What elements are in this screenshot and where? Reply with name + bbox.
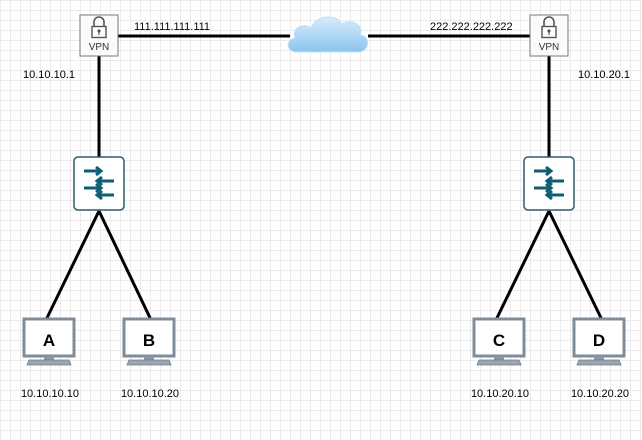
monitor-icon (122, 317, 176, 366)
switch-left (73, 156, 125, 211)
host-d-ip: 10.10.20.20 (571, 388, 629, 400)
host-a: A (22, 317, 76, 366)
internet-cloud-icon (287, 16, 369, 53)
vpn-right-wan-ip: 222.222.222.222 (430, 21, 513, 33)
lock-icon (91, 16, 107, 39)
host-a-ip: 10.10.10.10 (21, 388, 79, 400)
host-letter: D (593, 331, 605, 350)
host-b: B (122, 317, 176, 366)
host-letter: B (143, 331, 155, 350)
host-c-ip: 10.10.20.10 (471, 388, 529, 400)
vpn-right-label: VPN (539, 42, 560, 53)
link-switch-host-b (97, 210, 154, 323)
vpn-left-lan-ip: 10.10.10.1 (23, 69, 75, 81)
host-c: C (472, 317, 526, 366)
host-b-ip: 10.10.10.20 (121, 388, 179, 400)
vpn-gateway-right: VPN (529, 14, 569, 57)
link-switch-host-a (43, 210, 101, 323)
vpn-left-label: VPN (89, 42, 110, 53)
vpn-gateway-left: VPN (79, 14, 119, 57)
monitor-icon (572, 317, 626, 366)
monitor-icon (22, 317, 76, 366)
link-switch-host-c (493, 210, 551, 323)
host-letter: C (493, 331, 505, 350)
vpn-left-wan-ip: 111.111.111.111 (134, 21, 210, 33)
host-d: D (572, 317, 626, 366)
monitor-icon (472, 317, 526, 366)
links (43, 34, 605, 323)
lock-icon (541, 16, 557, 39)
switch-right (523, 156, 575, 211)
vpn-right-lan-ip: 10.10.20.1 (578, 69, 630, 81)
link-switch-host-d (547, 210, 605, 323)
host-letter: A (43, 331, 55, 350)
